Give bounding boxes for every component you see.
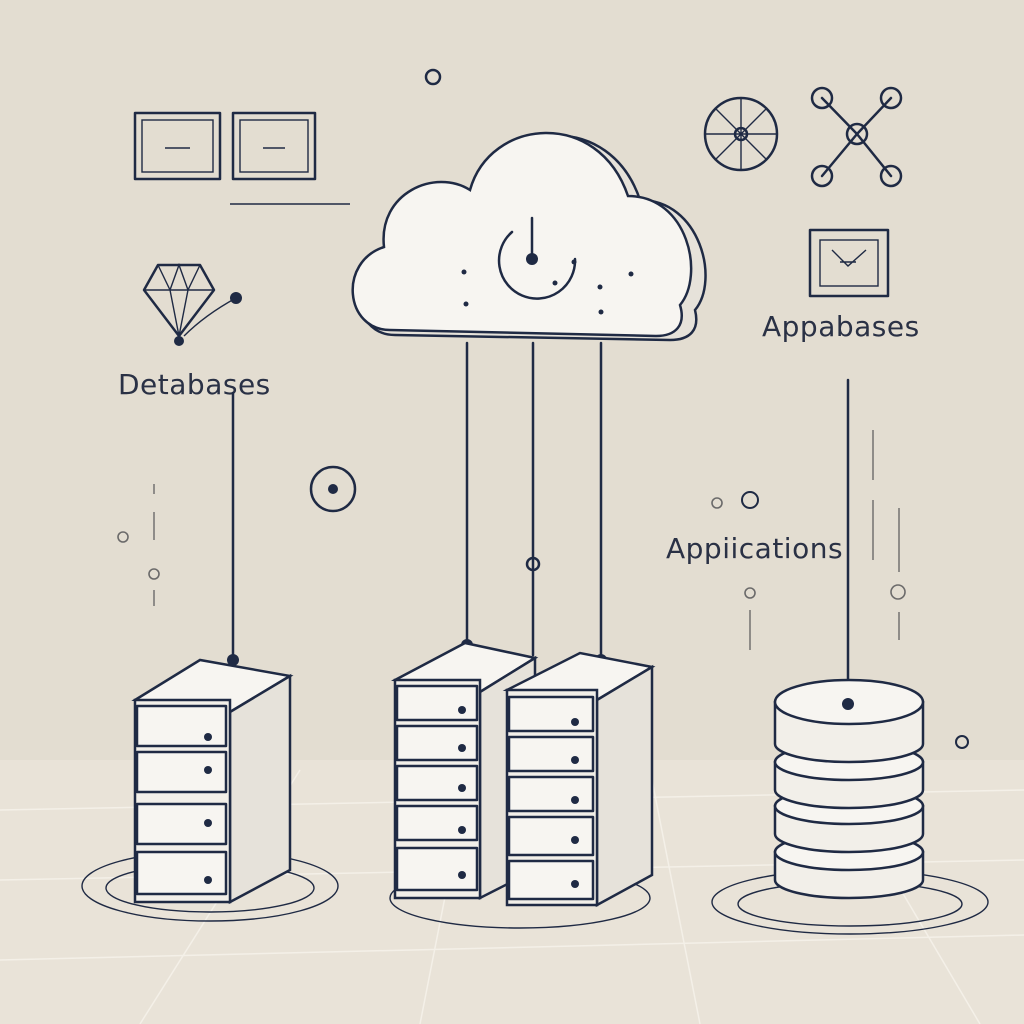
clock-icon [497, 216, 577, 300]
network-icon [810, 86, 903, 188]
frame-icon [808, 228, 890, 298]
decorative-dots [711, 430, 969, 749]
label-applications: Appiications [666, 532, 843, 565]
window-icon [231, 111, 317, 181]
target-icon [309, 465, 357, 513]
node-icon [424, 68, 442, 86]
server-rack-icon [81, 654, 339, 922]
cloud-icon [351, 131, 707, 342]
window-icon [133, 111, 222, 181]
diamond-icon [142, 262, 242, 346]
database-icon [711, 678, 989, 935]
label-databases: Detabases [118, 368, 271, 401]
wheel-icon [703, 96, 779, 172]
label-appbases: Appabases [762, 310, 920, 343]
decorative-dots [117, 484, 160, 606]
server-rack-icon [502, 651, 656, 908]
